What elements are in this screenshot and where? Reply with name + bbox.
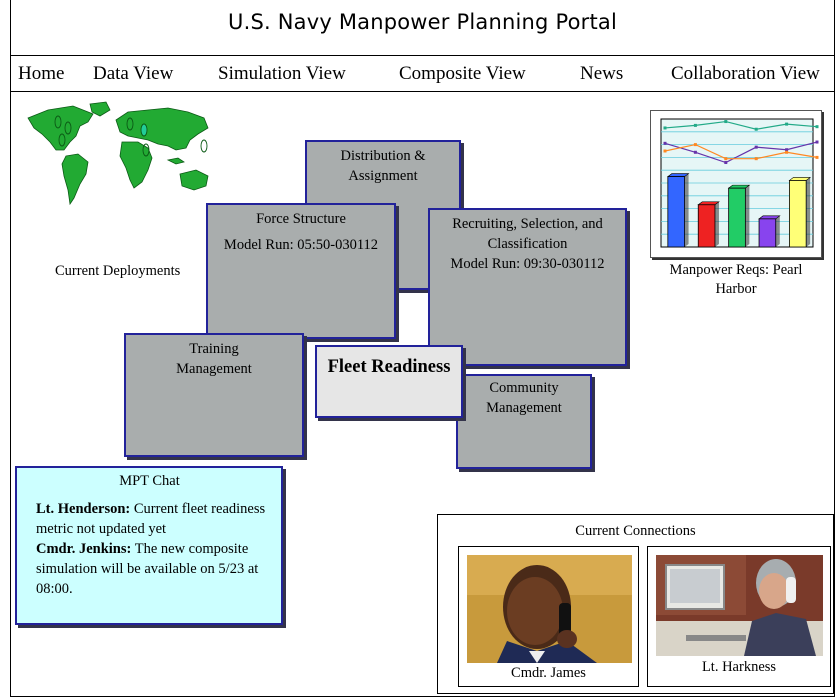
card-force-line1: Force Structure xyxy=(256,211,346,227)
chat-text: The new composite simulation will be ava… xyxy=(36,541,259,597)
card-recruiting-line3: Model Run: 09:30-030112 xyxy=(450,256,605,272)
chart-bar-top xyxy=(758,215,781,220)
chart-trend-marker xyxy=(754,157,758,161)
chart-bar xyxy=(697,204,716,248)
chart-trend-marker xyxy=(785,150,789,154)
avatar xyxy=(656,555,823,656)
chart-bar-side xyxy=(714,201,719,247)
nav-composite-view[interactable]: Composite View xyxy=(399,63,526,84)
chart-trend-marker xyxy=(724,120,728,124)
card-recruiting-line1: Recruiting, Selection, and xyxy=(452,216,603,232)
chart-trend-marker xyxy=(693,150,697,154)
card-training-line2: Management xyxy=(176,361,252,377)
card-community-management[interactable]: Community Management xyxy=(456,374,592,469)
card-training-line1: Training xyxy=(189,341,239,357)
chart-trend-marker xyxy=(693,123,697,127)
card-fleet-readiness[interactable]: Fleet Readiness xyxy=(315,345,463,418)
map-caption: Current Deployments xyxy=(55,263,181,279)
chart-caption-line1: Manpower Reqs: Pearl xyxy=(669,262,803,278)
chat-author: Cmdr. Jenkins: xyxy=(36,541,132,557)
chart-caption: Manpower Reqs: Pearl Harbor xyxy=(650,261,822,299)
world-map-icon[interactable] xyxy=(18,100,218,210)
chat-message: Lt. Henderson: Current fleet readiness m… xyxy=(36,499,271,539)
connection-card-harkness[interactable]: Lt. Harkness xyxy=(647,546,831,687)
nav-simulation-view[interactable]: Simulation View xyxy=(218,63,346,84)
connection-card-james[interactable]: Cmdr. James xyxy=(458,546,639,687)
chart-trend-marker xyxy=(785,122,789,126)
card-force-structure[interactable]: Force Structure Model Run: 05:50-030112 xyxy=(206,203,396,339)
card-distribution-line1: Distribution & xyxy=(340,148,426,164)
chart-bar-top xyxy=(727,184,751,189)
chart-trend-marker xyxy=(815,140,819,144)
chart-trend-marker xyxy=(815,155,819,159)
chart-trend-marker xyxy=(724,161,728,165)
nav-collaboration-view[interactable]: Collaboration View xyxy=(671,63,820,84)
chat-title: MPT Chat xyxy=(119,473,180,489)
chat-text: Current fleet readiness metric not updat… xyxy=(36,501,266,537)
chart-caption-line2: Harbor xyxy=(715,281,757,297)
chart-bar xyxy=(728,187,746,248)
connection-name: Cmdr. James xyxy=(511,665,586,681)
chat-message: Cmdr. Jenkins: The new composite simulat… xyxy=(36,539,271,599)
card-recruiting[interactable]: Recruiting, Selection, and Classificatio… xyxy=(428,208,627,366)
chart-bar-top xyxy=(788,177,812,181)
chart-bar-side xyxy=(806,177,811,247)
chart-trend-marker xyxy=(754,127,758,131)
nav-data-view[interactable]: Data View xyxy=(93,63,174,84)
chart-trend-marker xyxy=(754,145,758,149)
card-community-line2: Management xyxy=(486,400,562,416)
card-training-management[interactable]: Training Management xyxy=(124,333,304,457)
connections-title: Current Connections xyxy=(575,523,696,539)
main-nav: Home Data View Simulation View Composite… xyxy=(10,55,835,92)
chart-trend-line xyxy=(664,141,818,164)
chart-bar-side xyxy=(775,215,780,247)
card-recruiting-line2: Classification xyxy=(487,236,568,252)
card-force-line2: Model Run: 05:50-030112 xyxy=(223,237,379,253)
chart-trend-marker xyxy=(693,143,697,147)
manpower-chart[interactable] xyxy=(650,110,822,258)
mpt-chat-panel[interactable]: MPT Chat Lt. Henderson: Current fleet re… xyxy=(15,466,283,625)
chart-trend-marker xyxy=(663,149,667,153)
card-distribution-line2: Assignment xyxy=(348,168,418,184)
chart-trend-marker xyxy=(724,157,728,161)
avatar xyxy=(467,555,632,663)
chart-bar-side xyxy=(684,173,689,247)
chart-trend-marker xyxy=(815,125,819,129)
current-connections-panel: Current Connections Cmdr. James Lt. xyxy=(437,514,834,694)
chart-trend-marker xyxy=(663,141,667,145)
connection-name: Lt. Harkness xyxy=(701,659,777,675)
chart-trend-marker xyxy=(785,148,789,152)
chat-author: Lt. Henderson: xyxy=(36,501,131,517)
nav-news[interactable]: News xyxy=(580,63,624,84)
page-title: U.S. Navy Manpower Planning Portal xyxy=(10,0,835,56)
chart-bar-side xyxy=(745,185,750,247)
card-community-line1: Community xyxy=(489,380,559,396)
chart-bar xyxy=(667,176,685,248)
chart-trend-line xyxy=(664,120,818,130)
chart-trend-line xyxy=(664,143,818,160)
chart-bar xyxy=(758,218,777,248)
nav-home[interactable]: Home xyxy=(18,63,65,84)
chart-bar xyxy=(789,180,807,248)
chart-trend-marker xyxy=(663,126,667,130)
chart-bar-top xyxy=(697,201,720,206)
chart-bar-top xyxy=(666,173,690,177)
portal-frame xyxy=(10,0,835,697)
